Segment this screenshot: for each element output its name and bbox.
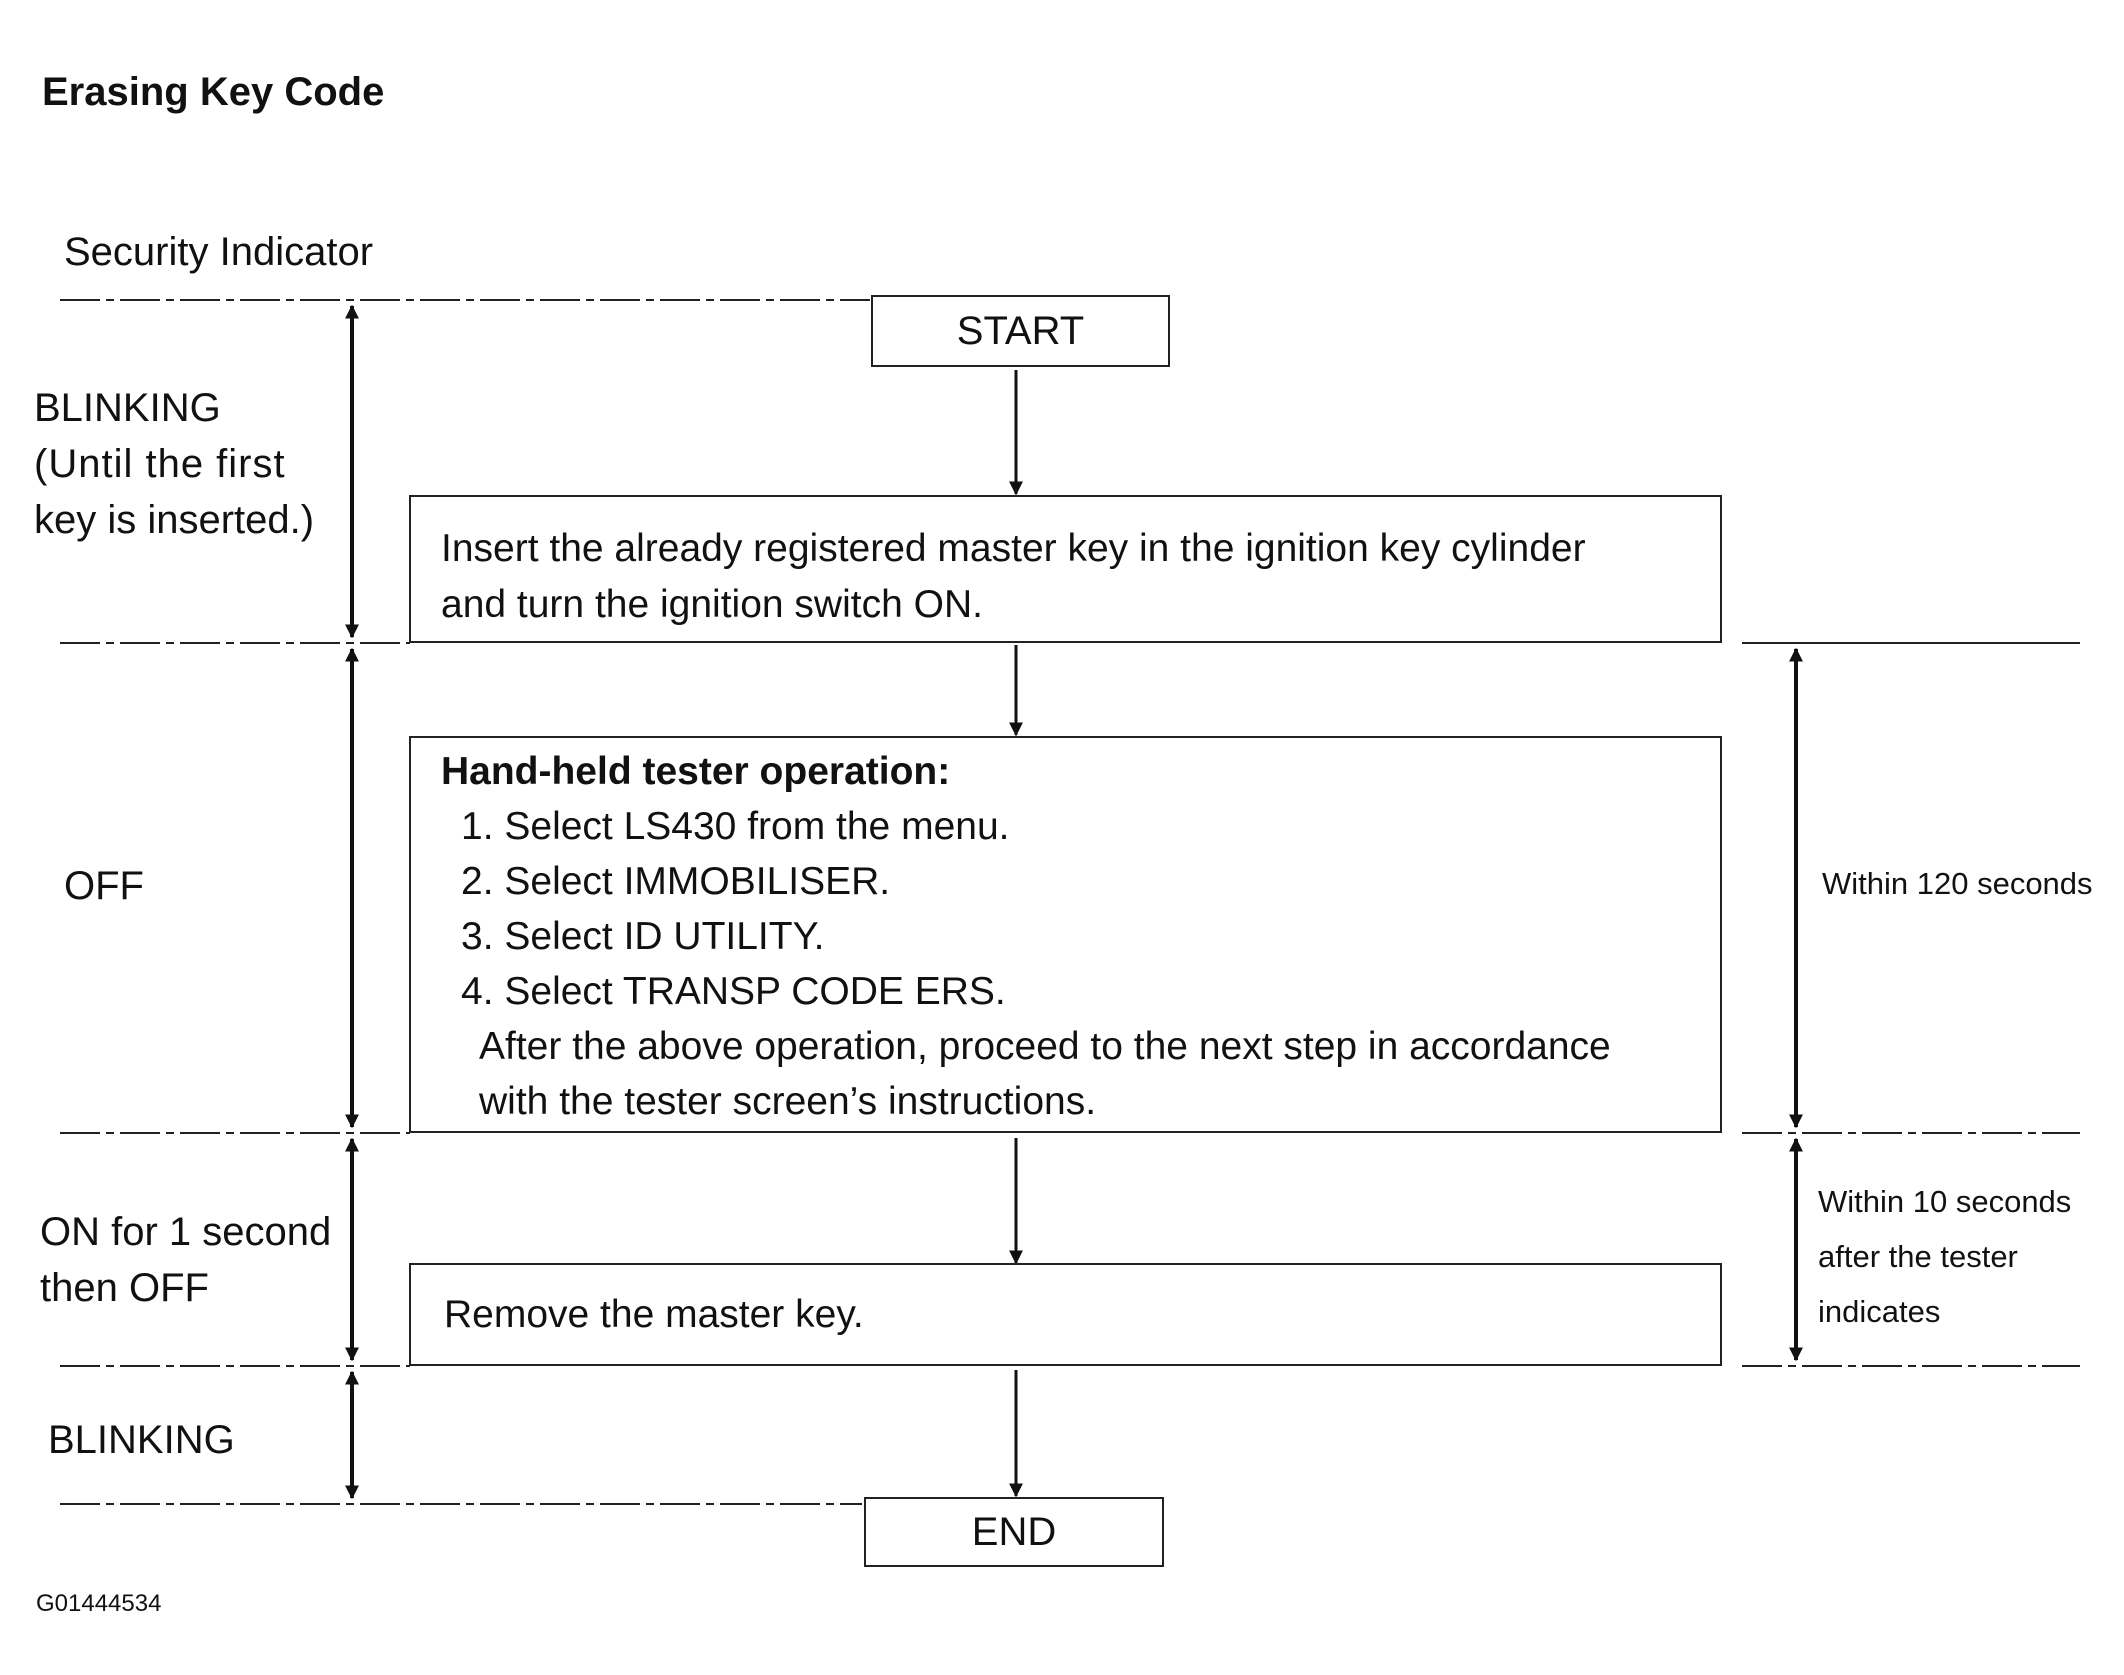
page-title: Erasing Key Code [42, 70, 385, 114]
indicator-state-blinking-2: BLINKING [48, 1418, 235, 1462]
step-box-tester-operation: Hand-held tester operation: 1. Select LS… [409, 736, 1722, 1133]
start-terminal: START [871, 295, 1170, 367]
step-box-remove-key: Remove the master key. [409, 1263, 1722, 1366]
step-heading: Hand-held tester operation: [441, 750, 951, 793]
indicator-state-on-then-off: ON for 1 second then OFF [40, 1204, 331, 1316]
indicator-header: Security Indicator [64, 230, 374, 274]
indicator-state-line: then OFF [40, 1266, 209, 1310]
step-list-item: 2. Select IMMOBILISER. [461, 860, 891, 903]
timing-line: after the tester [1818, 1239, 2018, 1274]
figure-code: G01444534 [36, 1590, 162, 1617]
indicator-state-off: OFF [64, 864, 144, 908]
timing-line: indicates [1818, 1294, 1941, 1329]
timing-line: Within 10 seconds [1818, 1184, 2072, 1219]
step-note: After the above operation, proceed to th… [479, 1025, 1611, 1068]
step-note: with the tester screen’s instructions. [479, 1080, 1097, 1123]
start-label: START [956, 308, 1085, 353]
indicator-state-blinking-1: BLINKING (Until the first key is inserte… [34, 380, 314, 548]
step-text: and turn the ignition switch ON. [441, 583, 983, 626]
step-list-item: 4. Select TRANSP CODE ERS. [461, 970, 1006, 1013]
step-text: Insert the already registered master key… [441, 527, 1586, 570]
indicator-state-line: key is inserted.) [34, 498, 315, 542]
timing-label-10s: Within 10 seconds after the tester indic… [1818, 1174, 2071, 1339]
timing-label-120s: Within 120 seconds [1822, 866, 2093, 901]
step-text: Remove the master key. [444, 1293, 864, 1336]
indicator-state-line: (Until the first [34, 442, 286, 486]
end-terminal: END [864, 1497, 1164, 1567]
end-label: END [971, 1509, 1057, 1554]
step-box-insert-key: Insert the already registered master key… [409, 495, 1722, 643]
step-list-item: 3. Select ID UTILITY. [461, 915, 825, 958]
step-list-item: 1. Select LS430 from the menu. [461, 805, 1010, 848]
indicator-state-line: BLINKING [34, 386, 221, 430]
indicator-state-line: ON for 1 second [40, 1210, 332, 1254]
